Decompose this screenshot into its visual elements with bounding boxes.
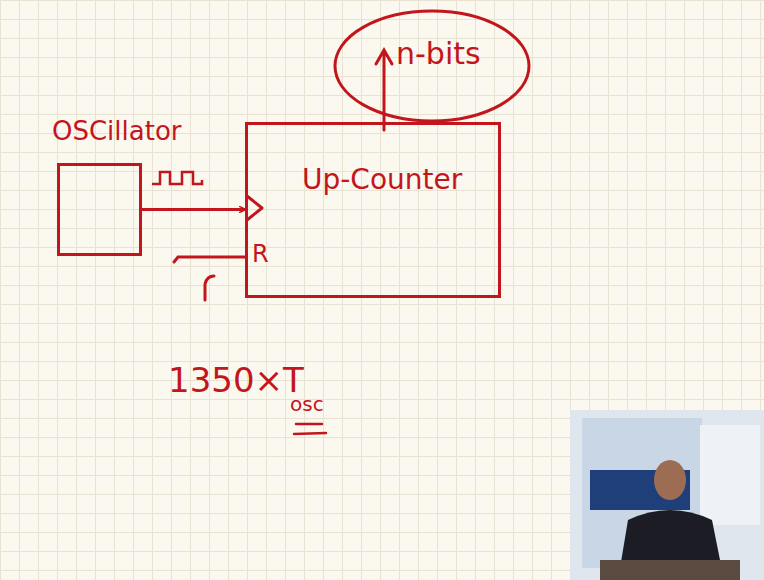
underline — [294, 424, 326, 434]
video-inset — [570, 410, 764, 580]
desk — [600, 560, 740, 580]
node-text: OSCillator — [52, 116, 182, 146]
clock-wire — [142, 208, 245, 211]
square-wave — [152, 172, 202, 184]
presenter-head — [654, 460, 686, 500]
video-backdrop — [700, 425, 760, 525]
subscript: osc — [290, 392, 324, 416]
video-frame — [570, 410, 764, 580]
output-arrow — [376, 50, 392, 130]
counter-box: Up-Counter — [245, 122, 501, 298]
oscillator-box: OSCillator — [57, 163, 142, 256]
reset-pointer — [205, 276, 214, 300]
clock-symbol — [247, 196, 262, 220]
node-text: Up-Counter — [302, 163, 462, 196]
duration-expression: 1350×T — [168, 360, 304, 400]
highlight-ellipse — [335, 11, 529, 121]
bus-width-label: n-bits — [396, 36, 481, 71]
reset-wire — [174, 257, 245, 262]
pin-name: R — [252, 240, 269, 268]
